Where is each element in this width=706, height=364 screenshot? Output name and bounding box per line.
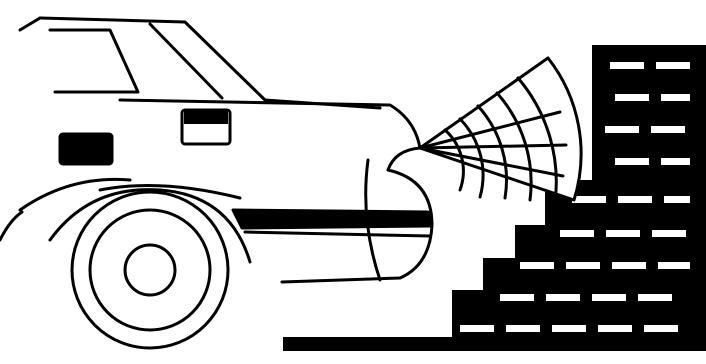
brick-mortar-dash [638,294,672,301]
brick-mortar-dash [610,62,644,69]
brick-mortar-dash [652,230,686,237]
brick-mortar-dash [656,62,690,69]
car-side-window [50,30,138,92]
brick-mortar-dash [605,126,639,133]
brick-mortar-dash [552,325,586,332]
brick-mortar-dash [661,158,690,165]
brick-wall [452,45,706,351]
brick-mortar-dash [592,294,626,301]
brick-mortar-dash [615,158,649,165]
brick-mortar-dash [500,294,534,301]
car-hub [125,245,175,295]
sensor-waves [420,58,581,202]
car-rear-window [150,24,222,98]
brick-mortar-dash [506,325,540,332]
brick-mortar-dash [664,196,690,203]
brick-mortar-dash [618,196,652,203]
brick-mortar-dash [566,262,600,269]
car-wheel-arch [50,190,250,262]
brick-mortar-dash [612,262,646,269]
car [0,18,432,348]
brick-mortar-dash [546,294,580,301]
brick-mortar-dash [572,196,606,203]
brick-mortar-dash [520,262,554,269]
car-trunk [120,100,420,170]
car-bumper-stripe [233,210,430,228]
car-tail-light [60,134,112,164]
brick-mortar-dash [658,262,690,269]
brick-mortar-dash [615,94,649,101]
brick-mortar-dash [560,230,594,237]
brick-mortar-dash [661,94,690,101]
brick-mortar-dash [460,325,494,332]
brick-mortar-dash [644,325,678,332]
car-wheel [72,192,228,348]
brick-mortar-dash [606,230,640,237]
brick-mortar-dash [598,325,632,332]
brick-mortar-dash [651,126,685,133]
